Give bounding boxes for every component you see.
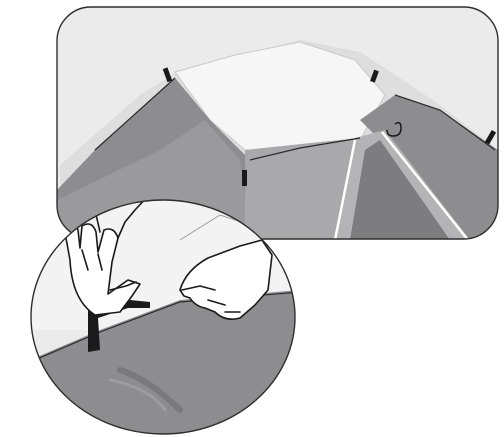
strap-mark-2 — [242, 170, 247, 186]
